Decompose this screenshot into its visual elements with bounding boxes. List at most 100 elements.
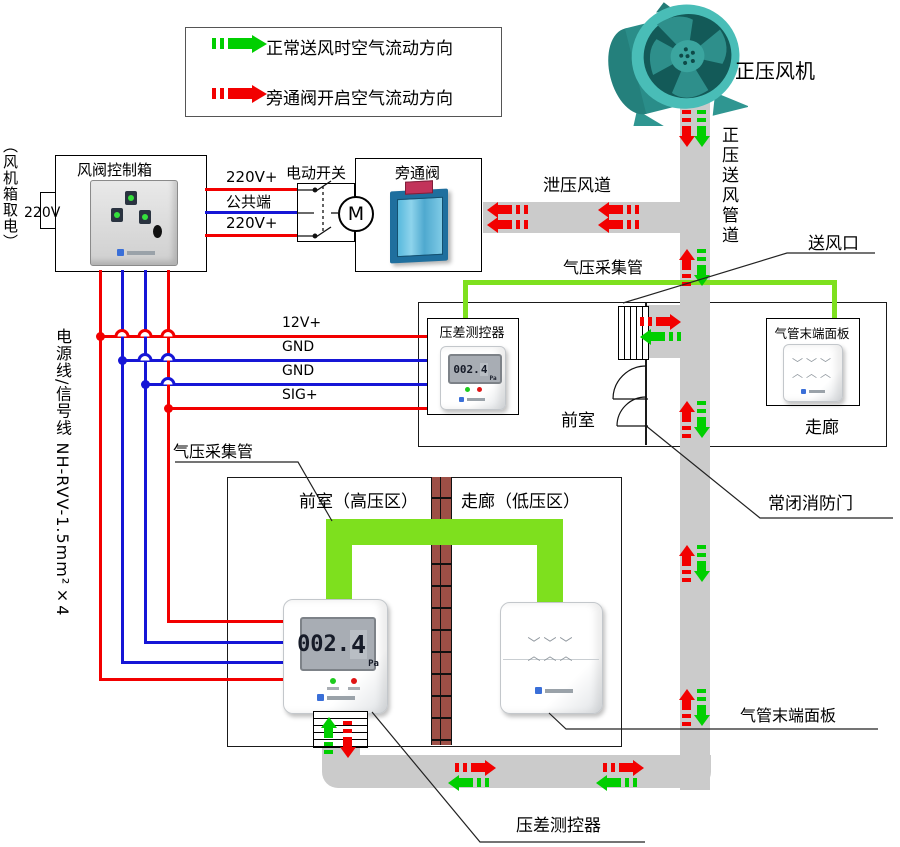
wire-220v-1	[205, 188, 297, 191]
normal-flow-arrow-icon	[459, 778, 489, 787]
cabinet-knob	[153, 225, 162, 238]
air-outlet-callout-line	[622, 252, 875, 304]
sampling-tube-lower-label: 气压采集管	[173, 442, 254, 461]
front-room-label: 前室	[561, 411, 595, 431]
lower-corridor-label: 走廊（低压区）	[461, 492, 580, 512]
legend-normal-flow-label: 正常送风时空气流动方向	[266, 39, 453, 59]
legend-normal-flow-arrow-icon	[212, 38, 252, 49]
lcd-digits: 002.	[453, 362, 480, 376]
wire-common	[205, 211, 297, 214]
normal-flow-arrow-icon	[651, 332, 681, 341]
voltage-bracket	[40, 228, 55, 229]
upper-end-panel-device: ﹀﹀﹀︿︿︿	[783, 344, 843, 402]
feeder-red-left-run	[99, 678, 286, 681]
bypass-flow-arrow-icon	[682, 700, 691, 726]
bypass-flow-arrow-icon	[455, 763, 485, 772]
lcd-unit: Pa	[489, 375, 497, 382]
upper-controller-title: 压差测控器	[439, 326, 505, 341]
junction-dot	[118, 356, 127, 365]
wire-label-sig: SIG+	[282, 387, 318, 403]
supply-voltage-label: 220V	[24, 205, 61, 221]
bypass-flow-arrow-icon	[609, 220, 639, 229]
wire-gnd-1	[122, 359, 427, 362]
feeder-blue-1-run	[121, 661, 286, 664]
corridor-label: 走廊	[805, 418, 839, 438]
bypass-flow-arrow-icon	[498, 205, 528, 214]
cabinet-logo	[117, 249, 155, 256]
sampling-tube-upper-vertical-right	[832, 280, 837, 318]
power-indicator	[465, 387, 470, 392]
cabinet-button	[111, 208, 123, 222]
sampling-tube-upper-vertical-left	[463, 282, 468, 318]
end-panel-bottom-label: 气管末端面板	[740, 706, 837, 725]
bypass-flow-arrow-icon	[640, 317, 670, 326]
feeder-blue-1	[121, 270, 124, 663]
bypass-flow-arrow-icon	[343, 721, 352, 747]
bottom-return-duct	[322, 755, 711, 788]
lower-end-panel-device: ﹀﹀﹀︿︿︿	[500, 602, 603, 714]
bypass-flow-arrow-icon	[682, 260, 691, 286]
cabinet-button	[125, 191, 137, 205]
brick-partition-wall	[431, 477, 452, 745]
electric-switch-title: 电动开关	[286, 164, 347, 182]
damper-valve-image	[390, 180, 448, 264]
bypass-flow-arrow-icon	[498, 220, 528, 229]
sampling-tube-upper-horizontal	[463, 280, 837, 285]
sampling-tube-lower-left-drop	[326, 519, 352, 602]
feeder-red-right-run	[167, 620, 286, 623]
normal-flow-arrow-icon	[697, 401, 706, 427]
upper-end-panel-title: 气管末端面板	[774, 326, 850, 341]
feeder-blue-2	[144, 270, 147, 643]
fan-label: 正压风机	[735, 59, 815, 83]
bypass-flow-arrow-icon	[603, 763, 633, 772]
alarm-indicator	[477, 387, 482, 392]
wire-label-220v-1: 220V+	[226, 168, 278, 186]
pressure-fan-image	[608, 2, 748, 126]
legend-bypass-flow-arrow-icon	[212, 88, 252, 99]
fire-door-label: 常闭消防门	[768, 494, 853, 514]
wire-label-gnd-2: GND	[282, 363, 315, 379]
wire-12v	[100, 335, 427, 338]
bypass-flow-arrow-icon	[682, 556, 691, 582]
vent-marks: ﹀﹀﹀︿︿︿	[527, 637, 576, 664]
lcd-digits: 002.	[297, 631, 351, 657]
motor-symbol: M	[338, 196, 374, 232]
fan-power-source-note: （风机箱取电）	[1, 138, 19, 250]
voltage-bracket	[40, 192, 41, 229]
vent-marks: ﹀﹀﹀︿︿︿	[792, 357, 834, 380]
lcd-digit-last: 4	[350, 629, 368, 659]
air-outlet-grille	[618, 306, 649, 360]
device-logo	[459, 397, 485, 402]
normal-flow-arrow-icon	[697, 689, 706, 715]
normal-flow-arrow-icon	[697, 545, 706, 571]
feeder-red-left	[99, 270, 102, 681]
wire-label-common: 公共端	[226, 193, 272, 211]
control-cabinet-image	[90, 180, 178, 266]
bypass-valve-title: 旁通阀	[394, 164, 440, 182]
normal-flow-arrow-icon	[607, 778, 637, 787]
indicator-caption	[327, 687, 339, 690]
wire-sig	[168, 407, 427, 410]
voltage-bracket	[40, 192, 55, 193]
device-logo	[535, 687, 573, 694]
bypass-flow-arrow-icon	[682, 412, 691, 438]
controller-bottom-label: 压差测控器	[516, 816, 601, 836]
junction-dot	[96, 332, 105, 341]
feeder-blue-2-run	[144, 641, 286, 644]
bypass-flow-arrow-icon	[682, 110, 691, 136]
lcd-digit-last: 4	[479, 362, 489, 376]
panel-seam	[503, 659, 599, 660]
device-logo	[801, 389, 825, 394]
lower-front-room-label: 前室（高压区）	[299, 492, 418, 512]
bypass-flow-arrow-icon	[609, 205, 639, 214]
wire-label-gnd-1: GND	[282, 339, 315, 355]
junction-dot	[141, 380, 150, 389]
power-indicator	[330, 678, 336, 684]
damper-inner	[397, 196, 443, 258]
cable-spec-note: 电源线/信号线 NH-RVV-1.5mm²×4	[53, 328, 72, 617]
device-logo	[317, 694, 355, 701]
wire-label-220v-2: 220V+	[226, 214, 278, 232]
